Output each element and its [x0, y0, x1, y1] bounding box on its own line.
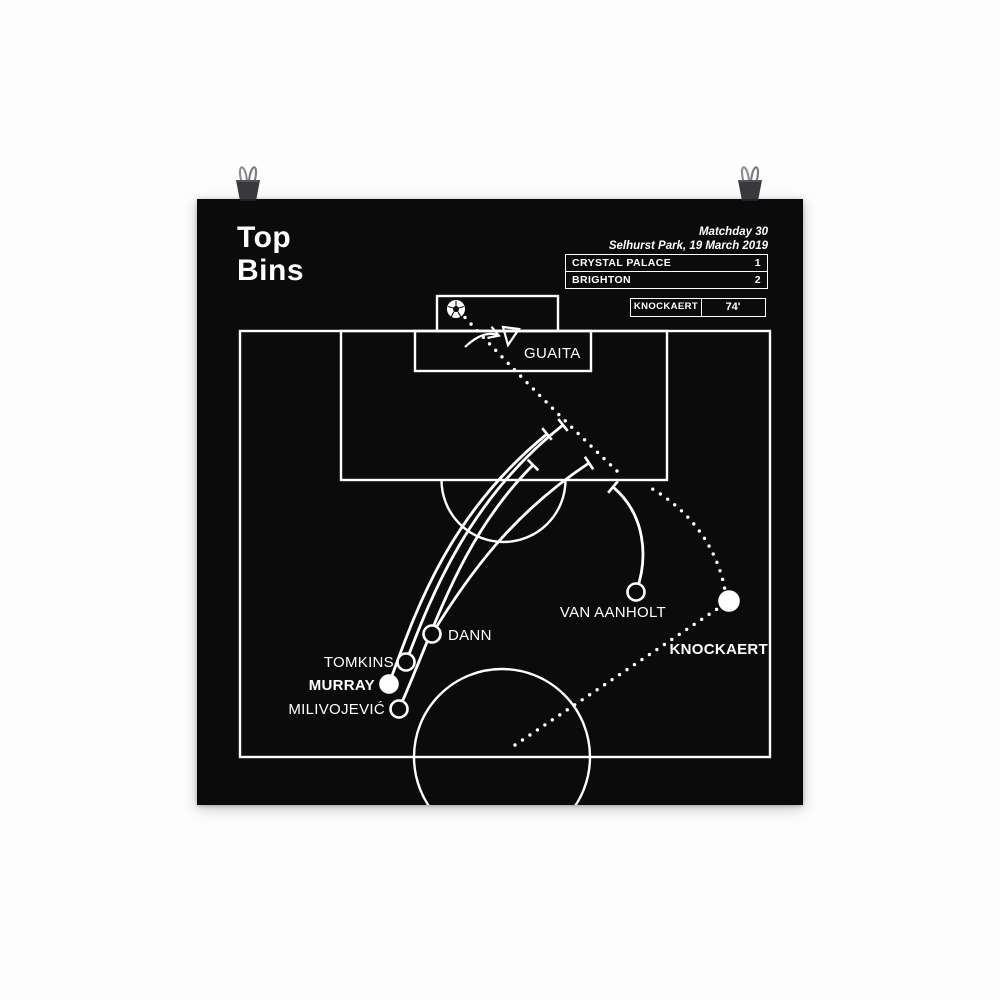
away-team-score: 2: [754, 273, 761, 286]
poster-title: Top Bins: [237, 221, 304, 287]
player-marker-dann: [422, 624, 442, 644]
score-row-home: CRYSTAL PALACE 1: [565, 254, 768, 272]
away-team-name: BRIGHTON: [572, 273, 632, 286]
scoreboard: CRYSTAL PALACE 1 BRIGHTON 2: [565, 254, 768, 289]
ball-path-dribble: [647, 485, 728, 599]
player-marker-murray: [379, 674, 399, 694]
player-label-knockaert: KNOCKAERT: [669, 641, 768, 658]
goalkeeper-marker: [501, 325, 521, 348]
run-van-aanholt: [607, 480, 645, 593]
home-team-score: 1: [754, 257, 761, 269]
goal-badge: KNOCKAERT 74': [630, 298, 766, 317]
goalkeeper-move-arrow: [464, 325, 501, 348]
player-marker-knockaert: [718, 590, 740, 612]
poster-title-line2: Bins: [237, 254, 305, 287]
binder-clip-right-icon: [738, 166, 762, 201]
goal-minute: 74': [700, 298, 766, 317]
center-circle: [412, 667, 592, 805]
play-diagram: GUAITA: [238, 294, 772, 805]
ball-path-buildup: [513, 601, 728, 747]
penalty-box: [339, 329, 669, 482]
player-label-tomkins: TOMKINS: [324, 654, 394, 671]
match-meta: Matchday 30 Selhurst Park, 19 March 2019: [609, 225, 768, 253]
player-label-dann: DANN: [448, 627, 492, 644]
run-milivojevic: [397, 458, 540, 710]
run-tomkins: [404, 418, 569, 663]
run-murray: [387, 427, 553, 685]
player-label-van-aanholt: VAN AANHOLT: [560, 604, 666, 621]
player-marker-van-aanholt: [626, 582, 646, 602]
matchday-text: Matchday 30: [698, 226, 768, 238]
player-marker-milivojevic: [389, 699, 409, 719]
player-marker-tomkins: [396, 652, 416, 672]
penalty-arc: [440, 479, 567, 544]
soccer-ball-icon: [447, 300, 465, 318]
poster: GUAITA: [197, 199, 803, 805]
home-team-name: CRYSTAL PALACE: [572, 257, 672, 269]
goal-scorer-name: KNOCKAERT: [630, 298, 702, 317]
binder-clip-left-icon: [236, 166, 260, 201]
player-label-murray: MURRAY: [309, 677, 375, 694]
venue-date-text: Selhurst Park, 19 March 2019: [608, 240, 768, 252]
poster-title-line1: Top: [237, 221, 292, 254]
goalkeeper-label: GUAITA: [524, 345, 581, 362]
run-dann: [430, 456, 595, 635]
player-label-milivojevic: MILIVOJEVIĆ: [288, 701, 385, 718]
score-row-away: BRIGHTON 2: [565, 270, 768, 289]
